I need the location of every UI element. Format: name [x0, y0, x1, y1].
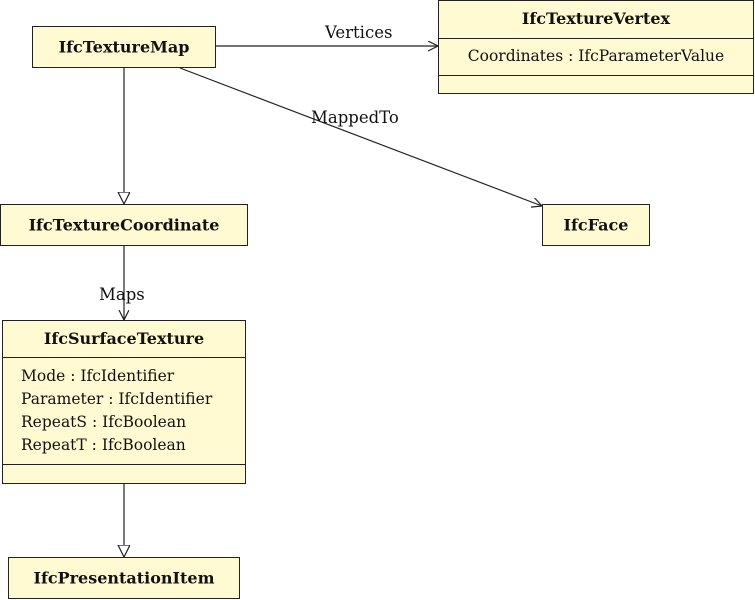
class-name: IfcFace — [563, 215, 629, 235]
class-name: IfcTextureMap — [58, 37, 190, 57]
attribute: Parameter : IfcIdentifier — [21, 390, 213, 408]
attribute: Mode : IfcIdentifier — [21, 367, 175, 385]
attribute: Coordinates : IfcParameterValue — [467, 47, 725, 65]
attribute: RepeatT : IfcBoolean — [21, 436, 186, 454]
class-name: IfcTextureVertex — [521, 9, 671, 28]
class-texture-coordinate[interactable]: IfcTextureCoordinate — [0, 204, 248, 246]
label-vertices: Vertices — [325, 23, 393, 42]
class-presentation-item[interactable]: IfcPresentationItem — [8, 557, 240, 599]
divider — [3, 357, 245, 358]
class-face[interactable]: IfcFace — [542, 204, 650, 246]
class-name: IfcPresentationItem — [33, 568, 215, 588]
class-name: IfcSurfaceTexture — [43, 329, 205, 348]
divider — [439, 75, 753, 76]
label-mapped-to: MappedTo — [311, 108, 399, 127]
edge-mapped-to — [179, 67, 542, 206]
divider — [439, 38, 753, 39]
class-texture-vertex[interactable]: IfcTextureVertex Coordinates : IfcParame… — [438, 0, 754, 94]
attribute: RepeatS : IfcBoolean — [21, 413, 187, 431]
class-name: IfcTextureCoordinate — [28, 215, 220, 235]
label-maps: Maps — [99, 285, 145, 304]
class-surface-texture[interactable]: IfcSurfaceTexture Mode : IfcIdentifier P… — [2, 320, 246, 484]
divider — [3, 464, 245, 465]
class-texture-map[interactable]: IfcTextureMap — [32, 26, 216, 68]
